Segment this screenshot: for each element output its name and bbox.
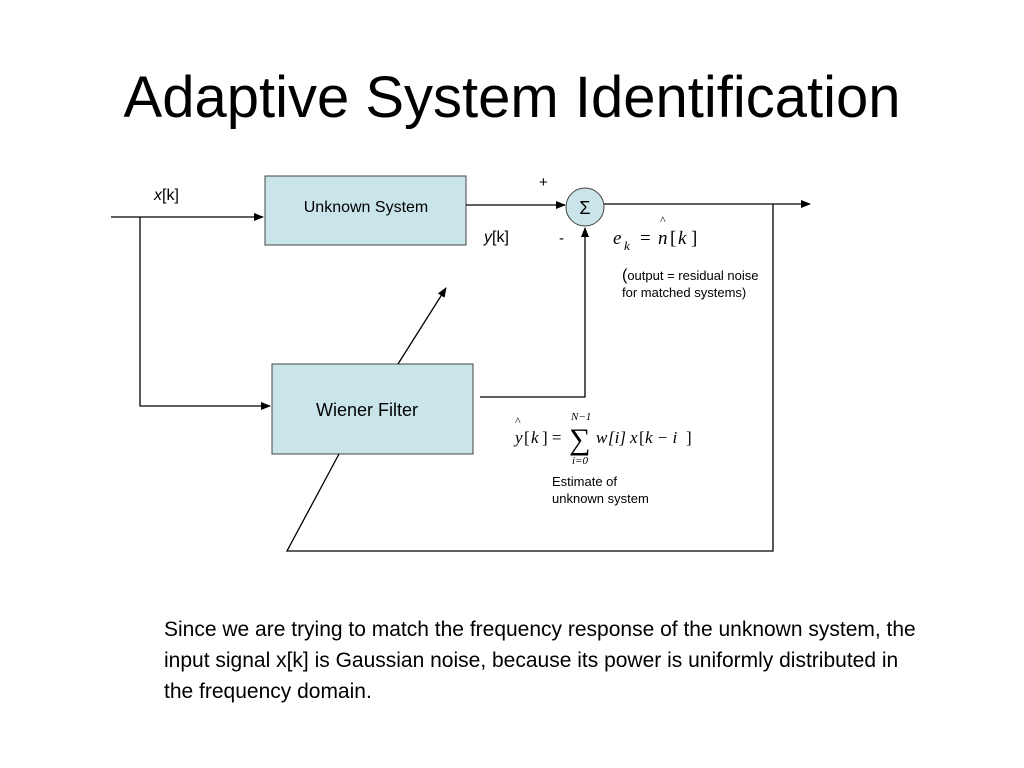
estimate-equation: ^ y [ k ] = ∑ N−1 i=0 w [i] x [ k − i ] [513,411,692,467]
estimate-x: x [629,428,638,447]
estimate-lhs-idx: k [531,428,539,447]
input-branch-line [139,217,271,410]
adaptation-arrow [397,287,447,365]
slide-title: Adaptive System Identification [123,65,901,130]
estimate-sum: ∑ [569,423,590,456]
unknown-system-block [264,175,467,246]
estimate-note-line1: Estimate of [552,474,617,489]
error-rhs-close: ] [691,228,697,249]
error-hat: ^ [660,213,666,227]
error-note-text1: output = residual noise [627,268,758,283]
error-note-line1: (output = residual noise [622,267,759,284]
plus-sign: + [539,174,548,191]
error-equals: = [640,228,651,249]
summing-junction [565,187,605,227]
input-var: x [153,187,163,204]
estimate-hat: ^ [515,414,521,428]
slide-body-text: Since we are trying to match the frequen… [164,618,916,703]
estimate-x-idx: k − i [645,428,678,447]
input-signal-label: x[k] [153,187,179,204]
error-note-paren: ( [622,267,628,284]
estimate-w: w [596,428,608,447]
sum-symbol: Σ [579,198,590,218]
estimate-w-idx: [i] [608,428,626,447]
wiener-filter-label: Wiener Filter [316,400,418,420]
wiener-filter-block [271,363,474,455]
estimate-lhs-open: [ [524,428,530,447]
minus-sign: - [559,230,564,247]
error-note-line2: for matched systems) [622,285,746,300]
estimate-x-open: [ [639,428,645,447]
output-idx: [k] [492,229,509,246]
estimate-note-line2: unknown system [552,491,649,506]
input-idx: [k] [162,187,179,204]
error-rhs-var: n [658,228,668,249]
error-feedback-line [285,204,774,552]
error-rhs-open: [ [670,228,676,249]
estimate-sum-upper: N−1 [570,411,591,423]
output-var: y [483,229,493,246]
estimate-lhs: y [513,428,523,447]
unknown-output-label: y[k] [483,229,509,246]
estimate-lhs-close: ] = [542,428,562,447]
estimate-sum-lower: i=0 [572,455,588,467]
error-lhs: e [613,228,621,249]
error-rhs-idx: k [678,228,687,249]
error-lhs-sub: k [624,238,630,253]
estimate-feed-line [480,227,589,398]
unknown-system-label: Unknown System [304,199,429,216]
error-equation: ^ e k = n [ k ] [613,213,697,253]
estimate-x-close: ] [686,428,692,447]
